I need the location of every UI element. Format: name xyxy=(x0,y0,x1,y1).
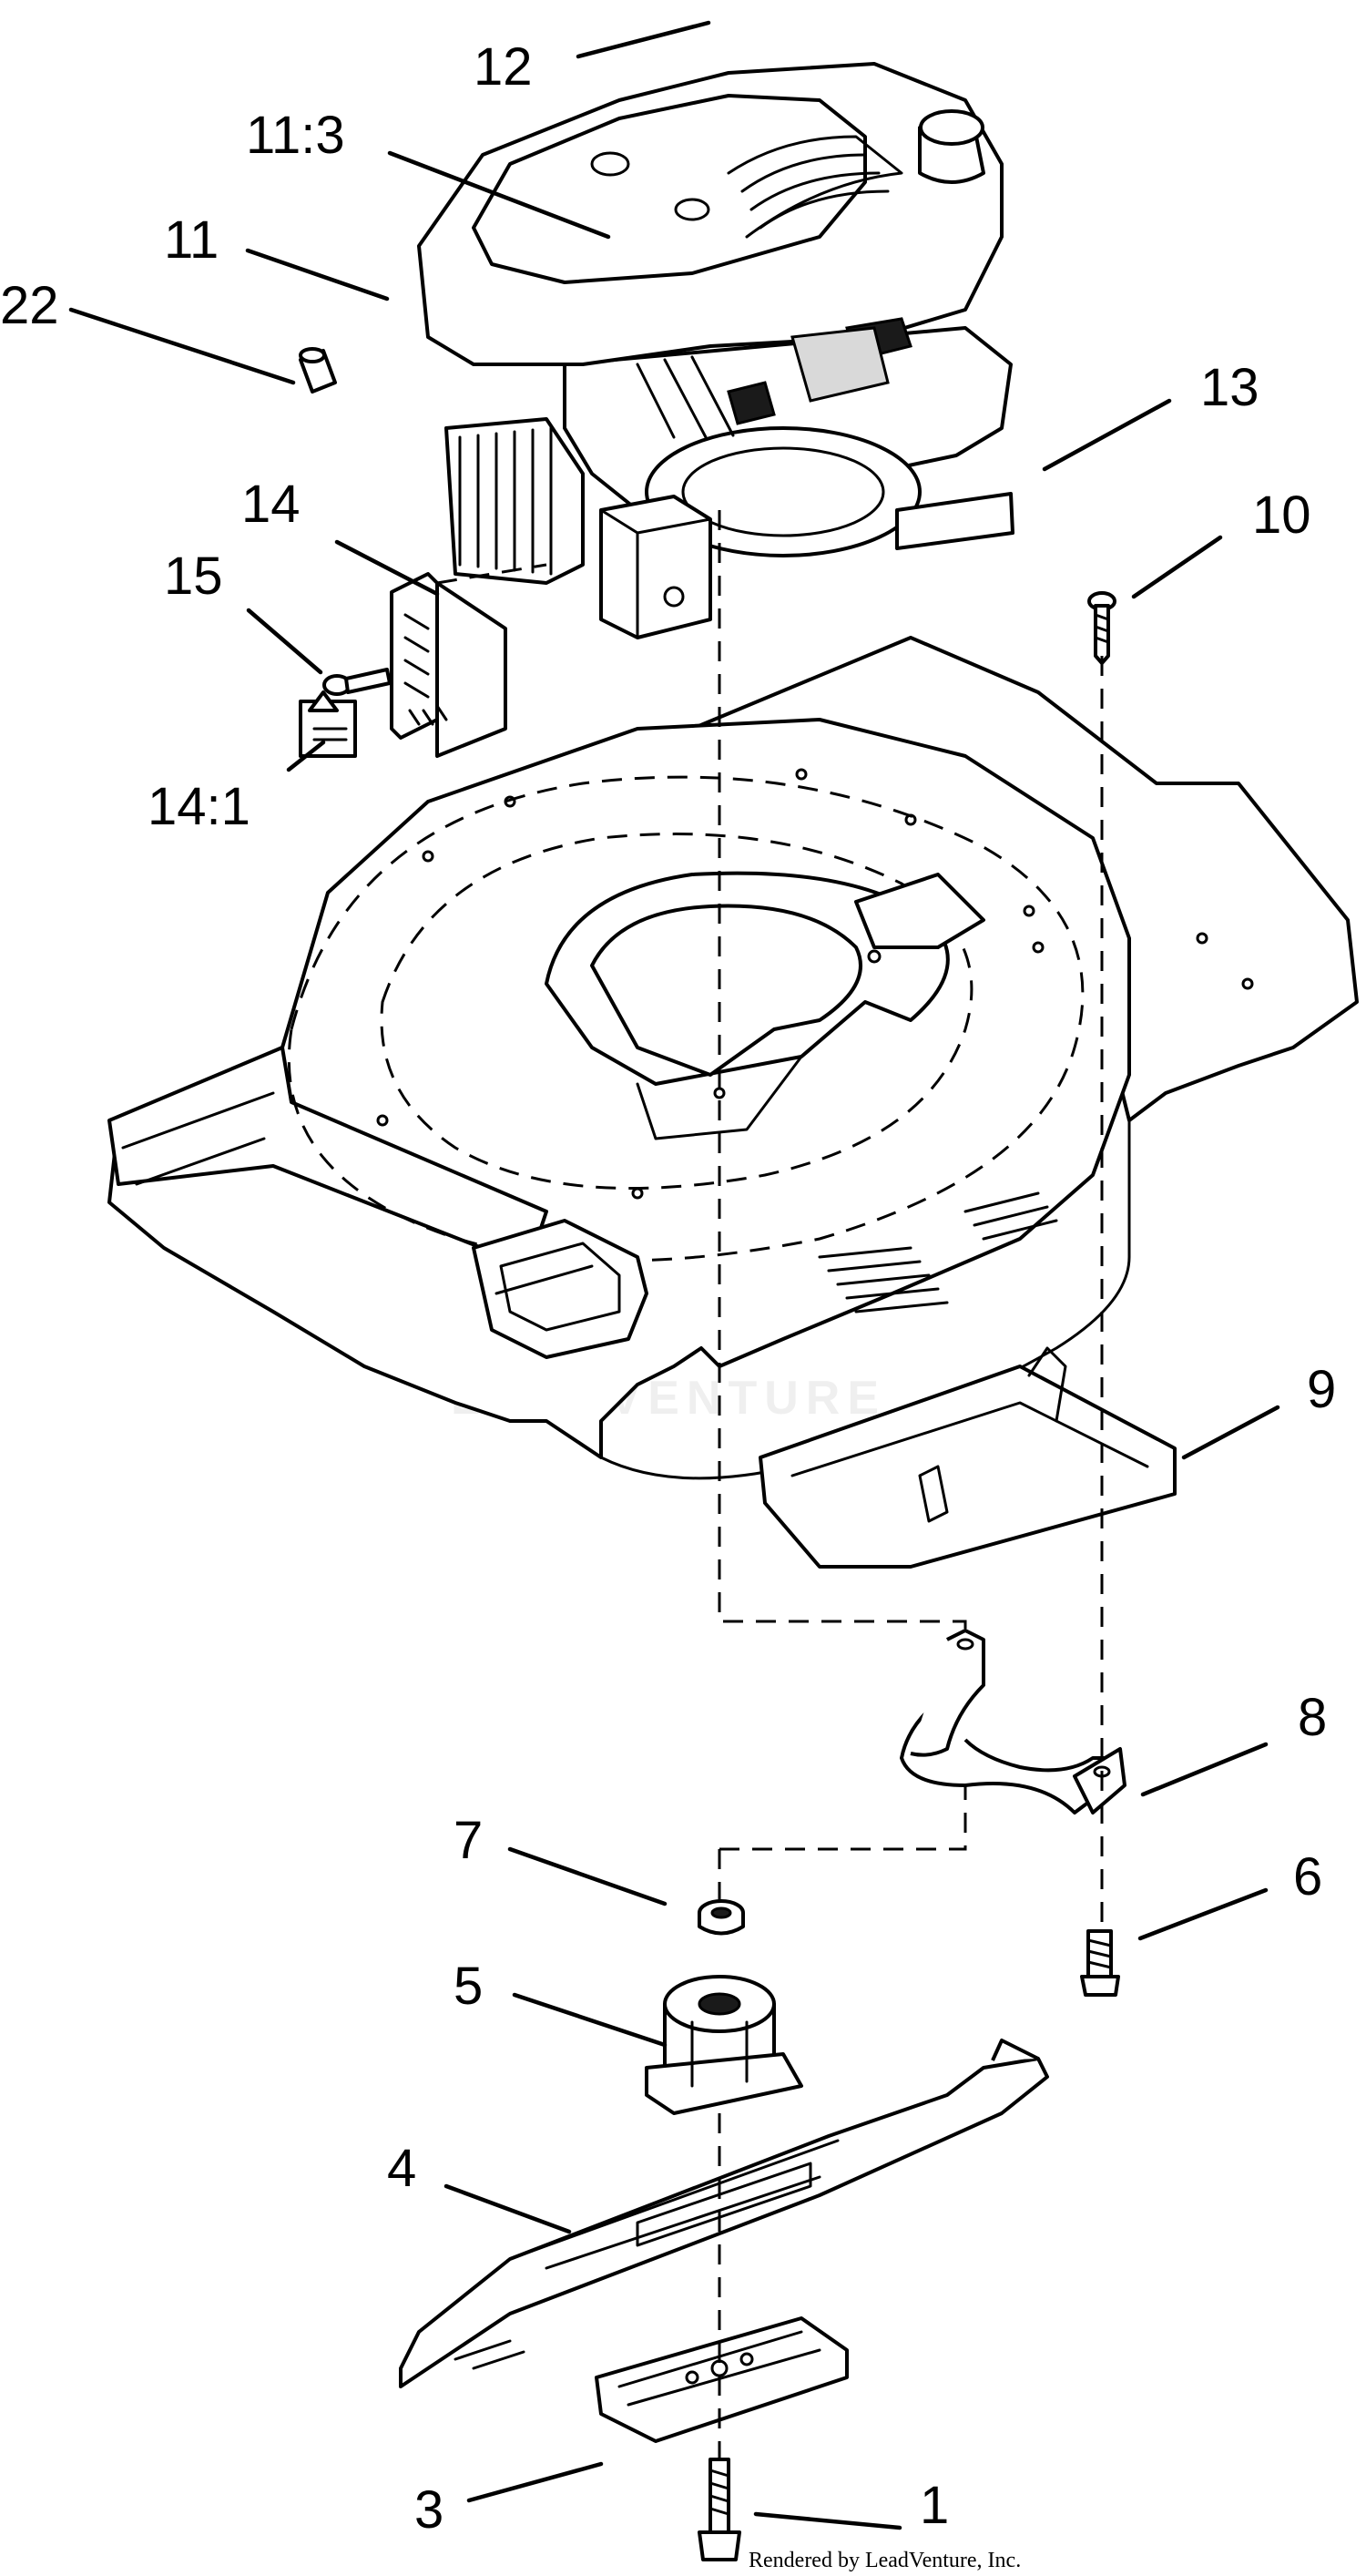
stiffener-part-3 xyxy=(595,2316,849,2443)
callout-3: 3 xyxy=(414,2480,443,2540)
callout-4: 4 xyxy=(387,2139,416,2198)
callout-9: 9 xyxy=(1307,1360,1336,1419)
blade-adapter-part-5 xyxy=(645,1975,803,2115)
callout-15: 15 xyxy=(164,547,223,606)
callout-14: 14 xyxy=(241,475,301,534)
callout-14-1: 14:1 xyxy=(148,777,250,836)
warning-decal-part-14-1 xyxy=(299,690,357,758)
mower-deck xyxy=(107,636,1359,1480)
callout-10: 10 xyxy=(1252,486,1311,545)
callout-1: 1 xyxy=(920,2476,949,2535)
callout-6: 6 xyxy=(1293,1847,1322,1906)
baffle-part-9 xyxy=(759,1346,1177,1569)
nut-part-7 xyxy=(698,1899,745,1936)
decal-part-13 xyxy=(895,492,1014,550)
screw-part-10 xyxy=(1087,591,1116,665)
engine-assembly xyxy=(417,62,1013,639)
callout-7: 7 xyxy=(454,1811,483,1870)
bolt-part-1 xyxy=(698,2458,741,2561)
bracket-part-8 xyxy=(900,1629,1126,1814)
heat-shield-part-14 xyxy=(390,572,507,758)
blade-part-4 xyxy=(399,2039,1049,2388)
callout-13: 13 xyxy=(1200,358,1259,417)
callout-labels: 12 11:3 11 22 13 14 10 15 14:1 9 8 7 6 5… xyxy=(0,37,1336,2540)
callout-12: 12 xyxy=(474,37,533,97)
bolt-part-6 xyxy=(1080,1929,1120,1997)
spacer-part-22 xyxy=(299,347,337,394)
callout-22: 22 xyxy=(0,276,59,335)
leader-lines xyxy=(68,20,1280,2530)
callout-11: 11 xyxy=(164,210,219,270)
callout-5: 5 xyxy=(454,1957,483,2016)
render-credit: Rendered by LeadVenture, Inc. xyxy=(749,2549,1021,2572)
assembly-alignment-lines xyxy=(436,510,1104,2459)
screw-part-15 xyxy=(322,668,392,696)
callout-11-3: 11:3 xyxy=(246,106,345,165)
callout-8: 8 xyxy=(1298,1688,1327,1747)
